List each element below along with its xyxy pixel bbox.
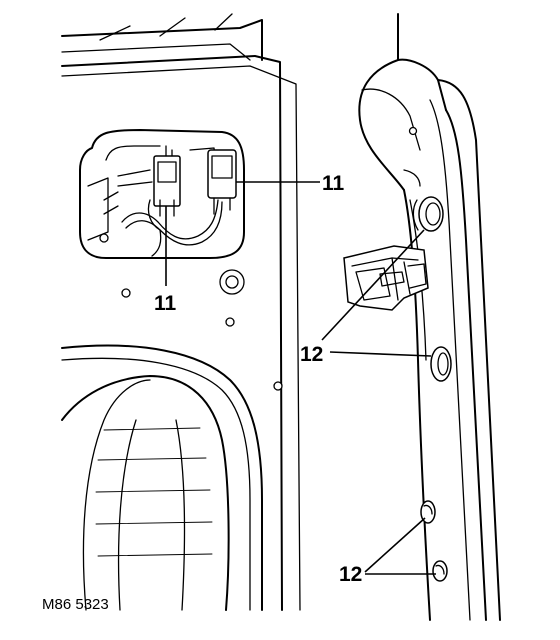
- lower-door-trim: [61, 344, 263, 611]
- access-aperture: [79, 129, 245, 259]
- figure-reference: M86 5323: [42, 596, 109, 613]
- wiring-harness: [121, 199, 223, 257]
- grommet-upper: [412, 196, 444, 232]
- plug-lower-b: [432, 560, 448, 582]
- leader-12-middle-b: [329, 351, 432, 357]
- panel-holes: [121, 269, 283, 391]
- callout-11-bottom: 11: [154, 292, 177, 315]
- callout-12-bottom: 12: [339, 563, 362, 586]
- connector-b: [207, 149, 237, 215]
- connector-a: [153, 145, 181, 217]
- callout-11-right: 11: [322, 172, 345, 195]
- door-panel-top: [61, 13, 301, 611]
- callout-12-middle: 12: [300, 343, 323, 366]
- leader-12-middle-a: [321, 229, 425, 341]
- grommet-middle: [430, 346, 452, 382]
- b-pillar: [358, 13, 501, 621]
- leader-12-bottom-a: [364, 517, 426, 573]
